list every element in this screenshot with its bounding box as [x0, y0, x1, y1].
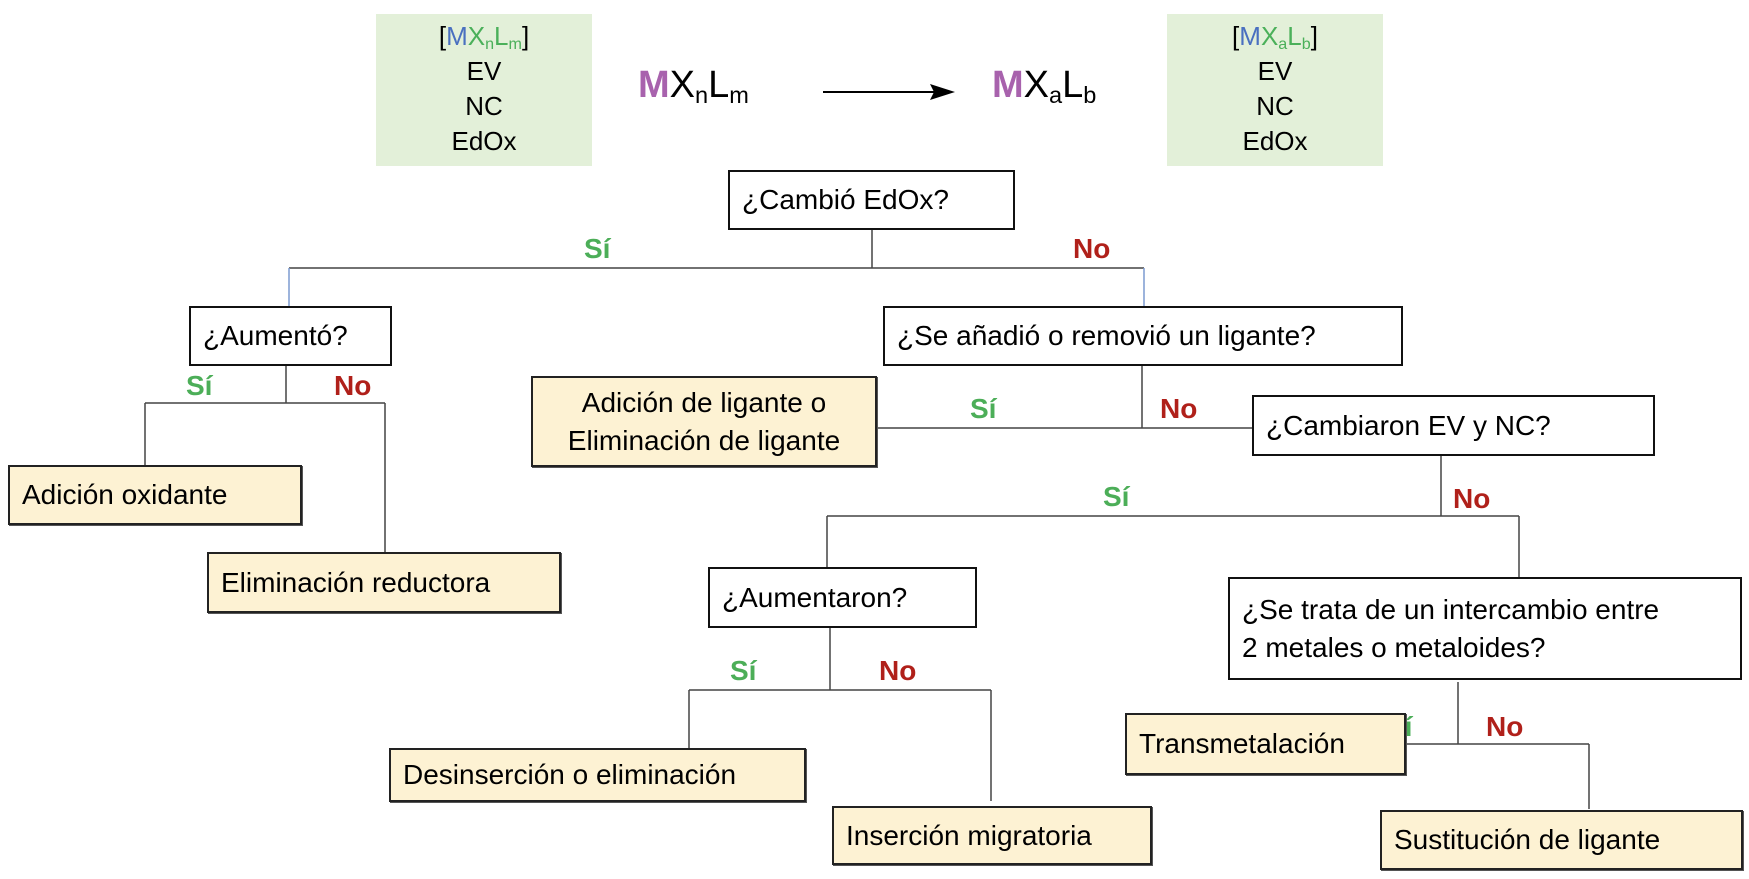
result-text: Eliminación reductora: [221, 566, 491, 598]
result-text-line2: Eliminación de ligante: [567, 424, 841, 456]
branch-no-label: No: [1453, 483, 1491, 514]
product-panel-nc: NC: [1256, 91, 1294, 121]
question-text-line2: 2 metales o metaloides?: [1242, 631, 1546, 663]
question-increased: ¿Aumentó?: [189, 306, 392, 366]
branch-no-label: No: [1160, 393, 1198, 424]
question-text: ¿Aumentaron?: [722, 581, 908, 613]
result-text: Inserción migratoria: [846, 819, 1092, 851]
result-ligand-addition-elimination: Adición de ligante o Eliminación de liga…: [531, 376, 877, 467]
reactant-panel-edox: EdOx: [451, 126, 517, 156]
branch-yes-label: Sí: [970, 393, 997, 424]
branch-yes-label: Sí: [584, 233, 611, 264]
question-edox-changed: ¿Cambió EdOx?: [728, 170, 1015, 230]
result-oxidative-addition: Adición oxidante: [8, 465, 302, 525]
result-ligand-substitution: Sustitución de ligante: [1380, 810, 1743, 870]
reactant-info-panel: [MXnLm] EV NC EdOx: [376, 14, 592, 166]
question-text: ¿Se añadió o removió un ligante?: [897, 320, 1316, 351]
branch-yes-label: Sí: [186, 370, 213, 401]
question-text: ¿Cambiaron EV y NC?: [1266, 409, 1551, 441]
branch-no-label: No: [1073, 233, 1111, 264]
result-text: Sustitución de ligante: [1394, 824, 1661, 855]
result-migratory-insertion: Inserción migratoria: [832, 806, 1152, 865]
branch-no-label: No: [1486, 711, 1524, 742]
reactant-panel-formula: [MXnLm]: [438, 21, 530, 54]
result-transmetalation: Transmetalación: [1125, 713, 1406, 775]
product-formula: MXaLb: [992, 64, 1097, 108]
result-reductive-elimination: Eliminación reductora: [207, 552, 561, 613]
product-panel-edox: EdOx: [1242, 126, 1308, 156]
product-panel-ev: EV: [1257, 56, 1293, 86]
branch-yes-label: Sí: [1103, 481, 1130, 512]
reactant-panel-nc: NC: [465, 91, 503, 121]
product-panel-formula: [MXaLb]: [1232, 21, 1318, 54]
question-text: ¿Cambió EdOx?: [742, 184, 949, 215]
result-text-line1: Adición de ligante o: [581, 386, 827, 418]
reaction-arrow: [823, 84, 955, 100]
question-increased-plural: ¿Aumentaron?: [708, 567, 977, 628]
result-text: Desinserción o eliminación: [403, 759, 737, 790]
branch-yes-label: Sí: [730, 655, 757, 686]
question-ev-nc-changed: ¿Cambiaron EV y NC?: [1252, 395, 1655, 456]
question-text: ¿Se trata de un intercambio entre 2 meta…: [1242, 591, 1659, 667]
result-deinsertion: Desinserción o eliminación: [389, 748, 806, 802]
branch-no-label: No: [334, 370, 372, 401]
reactant-panel-ev: EV: [466, 56, 502, 86]
reactant-formula: MXnLm: [638, 64, 749, 108]
branch-no-label: No: [879, 655, 917, 686]
question-metal-exchange: ¿Se trata de un intercambio entre 2 meta…: [1228, 577, 1742, 680]
result-text: Transmetalación: [1139, 728, 1345, 759]
question-ligand-added-removed: ¿Se añadió o removió un ligante?: [883, 306, 1403, 366]
question-text: ¿Aumentó?: [203, 320, 348, 351]
question-text-line1: ¿Se trata de un intercambio entre: [1242, 593, 1660, 625]
result-text: Adición oxidante: [22, 479, 228, 510]
product-info-panel: [MXaLb] EV NC EdOx: [1167, 14, 1383, 166]
